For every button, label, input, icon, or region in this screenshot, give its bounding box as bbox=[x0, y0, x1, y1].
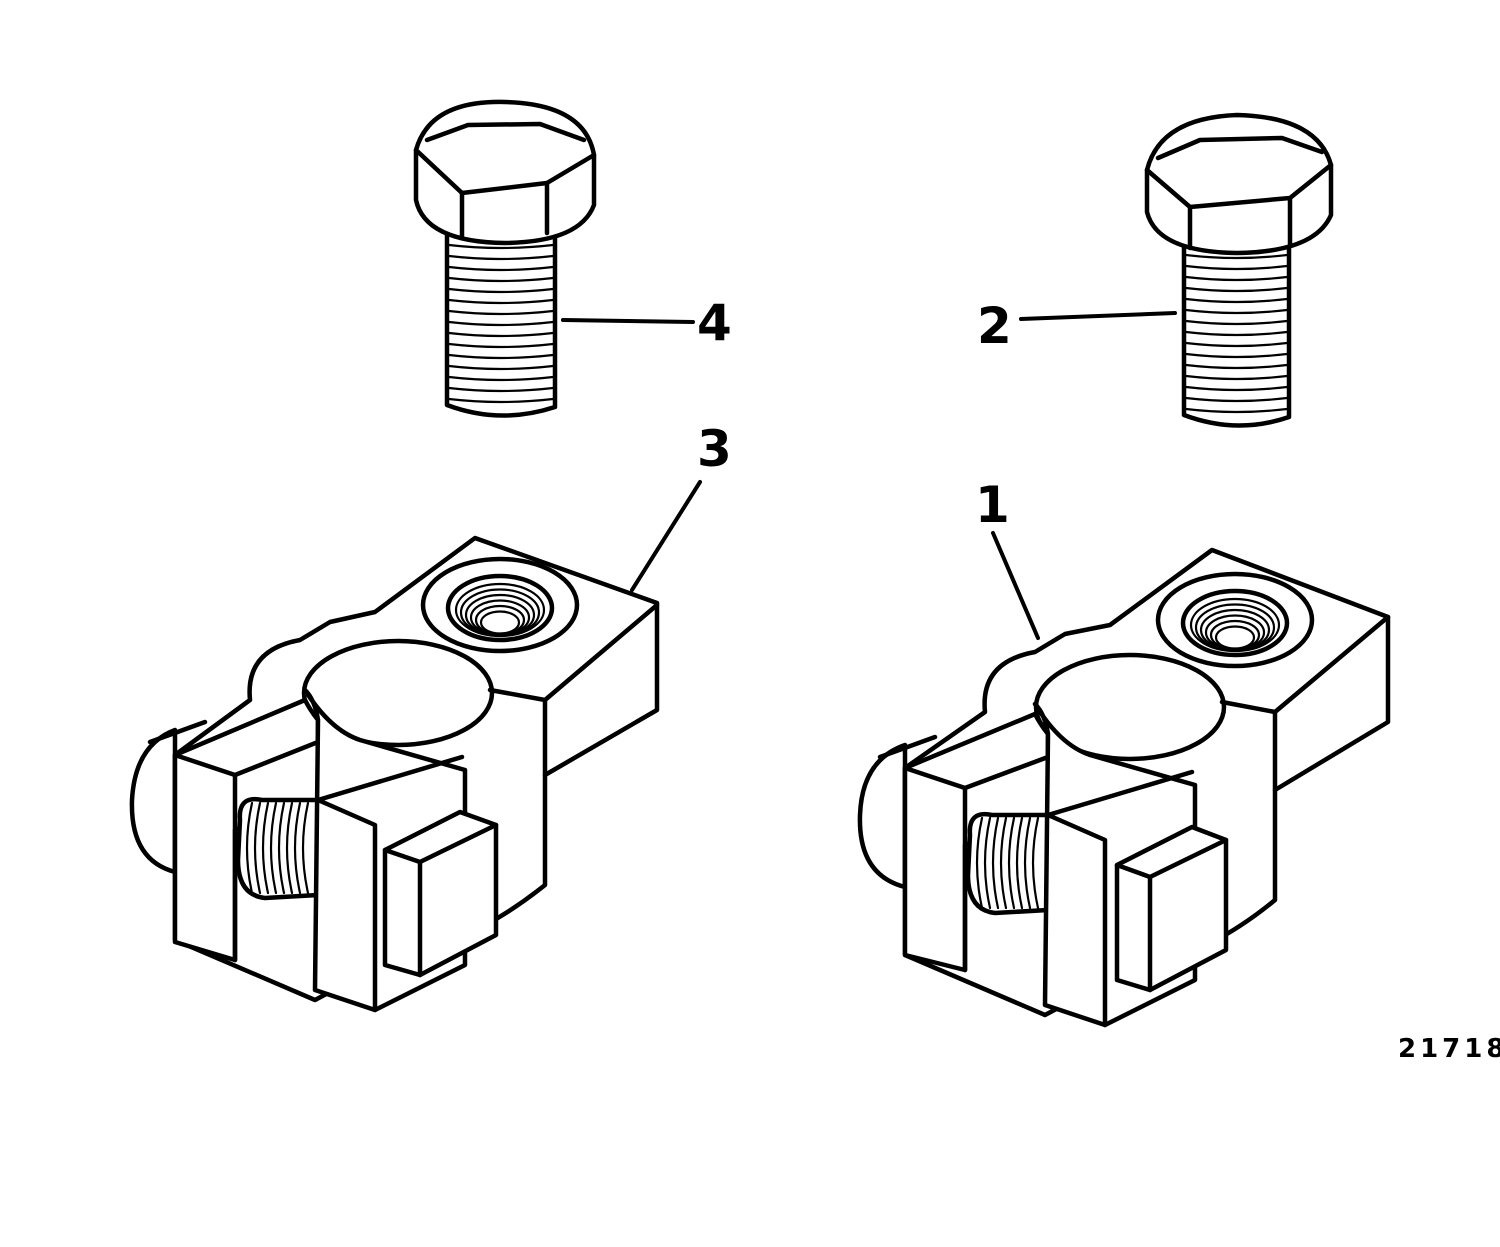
figure-number: 21718 bbox=[1398, 1034, 1500, 1064]
stud-thread-line bbox=[293, 801, 302, 895]
thread-line bbox=[447, 320, 555, 327]
callout-1: 1 bbox=[975, 476, 1010, 534]
leader-1 bbox=[991, 531, 1040, 640]
thread-line bbox=[1184, 330, 1289, 337]
bolt-left-threads bbox=[447, 243, 555, 404]
stud-thread-line bbox=[1015, 816, 1024, 910]
stud-thread-line bbox=[285, 801, 294, 895]
thread-line bbox=[1184, 352, 1289, 359]
clamp-right-thread-hole bbox=[1189, 597, 1281, 653]
thread-line bbox=[1184, 341, 1289, 348]
hole-thread-ring bbox=[1214, 625, 1256, 650]
bolt-right-threads bbox=[1184, 253, 1289, 414]
thread-line bbox=[447, 397, 555, 404]
thread-line bbox=[447, 364, 555, 371]
callout-2: 2 bbox=[977, 297, 1012, 355]
stud-thread-line bbox=[245, 801, 254, 895]
thread-line bbox=[1184, 363, 1289, 370]
callout-4: 4 bbox=[697, 294, 732, 352]
thread-line bbox=[447, 353, 555, 360]
stud-thread-line bbox=[253, 801, 262, 895]
stud-thread-line bbox=[261, 801, 270, 895]
stud-thread-line bbox=[991, 816, 1000, 910]
thread-line bbox=[1184, 308, 1289, 315]
thread-line bbox=[447, 254, 555, 261]
thread-line bbox=[1184, 253, 1289, 260]
stud-thread-line bbox=[999, 816, 1008, 910]
thread-line bbox=[1184, 286, 1289, 293]
stud-thread-line bbox=[1007, 816, 1016, 910]
bolt-left bbox=[413, 99, 597, 418]
clamp-left bbox=[129, 535, 660, 1013]
thread-line bbox=[1184, 407, 1289, 414]
bolt-right bbox=[1144, 112, 1334, 428]
thread-line bbox=[1184, 396, 1289, 403]
thread-line bbox=[447, 276, 555, 283]
thread-line bbox=[1184, 319, 1289, 326]
thread-line bbox=[447, 331, 555, 338]
thread-line bbox=[1184, 374, 1289, 381]
stud-thread-line bbox=[1023, 816, 1032, 910]
thread-line bbox=[447, 375, 555, 382]
stud-thread-line bbox=[301, 801, 310, 895]
stud-thread-line bbox=[975, 816, 984, 910]
stud-thread-line bbox=[983, 816, 992, 910]
thread-line bbox=[1184, 275, 1289, 282]
thread-line bbox=[1184, 264, 1289, 271]
leader-3 bbox=[630, 480, 702, 592]
stud-thread-line bbox=[277, 801, 286, 895]
thread-line bbox=[1184, 297, 1289, 304]
leader-4 bbox=[561, 318, 695, 324]
thread-line bbox=[447, 265, 555, 272]
leader-2 bbox=[1019, 311, 1177, 321]
thread-line bbox=[447, 386, 555, 393]
stud-thread-line bbox=[1031, 816, 1040, 910]
thread-line bbox=[447, 243, 555, 250]
hole-thread-ring bbox=[479, 610, 521, 635]
clamp-left-stud-threads bbox=[245, 801, 310, 895]
stud-thread-line bbox=[269, 801, 278, 895]
clamp-right-stud-threads bbox=[975, 816, 1040, 910]
thread-line bbox=[447, 342, 555, 349]
thread-line bbox=[447, 309, 555, 316]
clamp-right bbox=[857, 547, 1391, 1028]
callout-3: 3 bbox=[697, 420, 732, 478]
clamp-left-thread-hole bbox=[454, 582, 546, 638]
thread-line bbox=[1184, 385, 1289, 392]
thread-line bbox=[447, 287, 555, 294]
thread-line bbox=[447, 298, 555, 305]
